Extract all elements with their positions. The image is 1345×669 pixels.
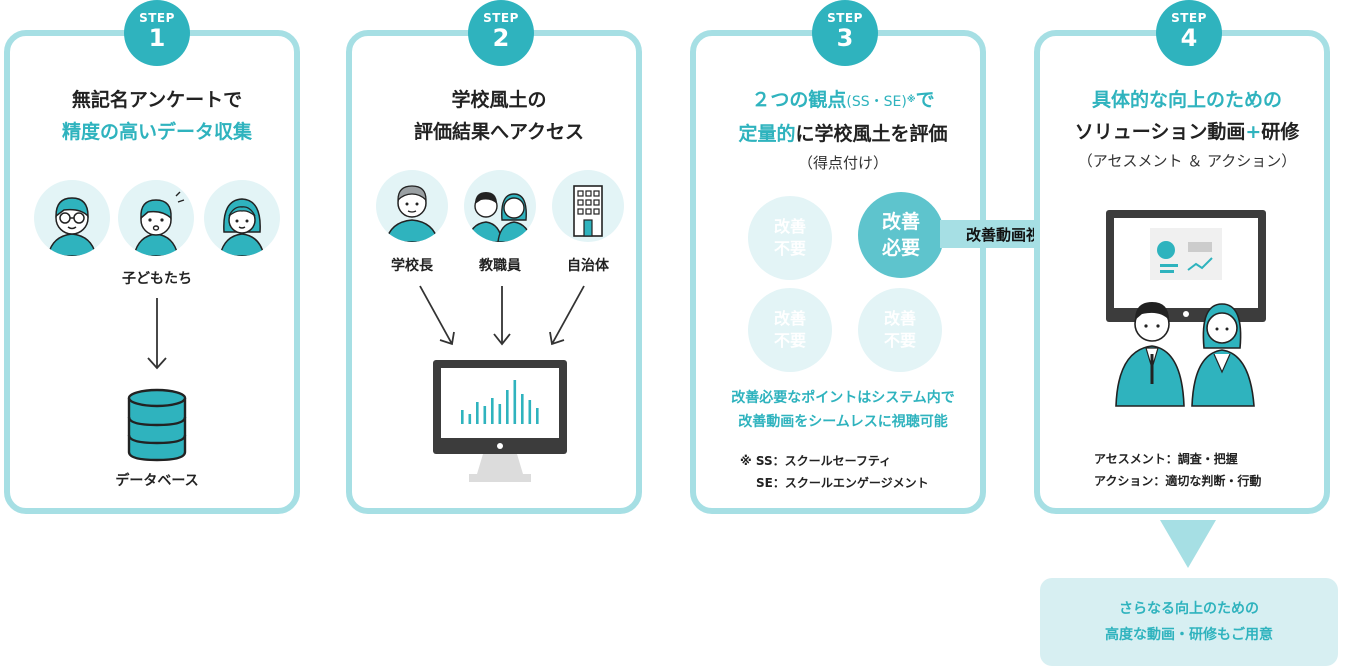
monitor-bar	[461, 410, 464, 424]
step-4-title-line1: 具体的な向上のための	[1091, 89, 1282, 111]
step-4-title-part: 研修	[1261, 121, 1300, 143]
step-4-title-line2: ソリューション動画+研修	[1034, 116, 1340, 148]
step-label: STEP	[1171, 11, 1207, 25]
note-action: アクション：適切な判断・行動	[1094, 474, 1262, 488]
step-3-desc-line2: 改善動画をシームレスに視聴可能	[738, 414, 948, 430]
step-3-title-part: ※	[906, 95, 916, 105]
step-3-title-line2: 定量的に学校風土を評価	[690, 118, 996, 150]
label-municipality: 自治体	[567, 258, 609, 274]
step-4-subtitle: （アセスメント ＆ アクション）	[1077, 152, 1297, 170]
monitor-bar	[536, 408, 539, 424]
down-arrow-icon	[147, 298, 167, 370]
grade-text: 不要	[773, 239, 806, 258]
step-1-title-line2: 精度の高いデータ収集	[61, 121, 252, 143]
step-3-notes: ※ SS：スクールセーフティ SE：スクールエンゲージメント	[740, 450, 980, 494]
child-avatar-sweat	[118, 180, 194, 256]
monitor-chart-icon	[433, 360, 567, 482]
step-3-title-part: (SS・SE)	[846, 94, 907, 110]
step-label: STEP	[139, 11, 175, 25]
grade-circle-1: 改善 不要	[748, 196, 832, 280]
step-number: 3	[836, 24, 854, 52]
child-avatar-glasses	[34, 180, 110, 256]
municipality-avatar	[552, 170, 624, 242]
note-se: SE：スクールエンゲージメント	[756, 476, 929, 490]
bottom-info-box: さらなる向上のための 高度な動画・研修もご用意	[1040, 578, 1338, 666]
step-4-title-part: +	[1245, 121, 1262, 143]
grade-text: 不要	[773, 331, 806, 350]
step-label: STEP	[827, 11, 863, 25]
step-1-title-line1: 無記名アンケートで	[71, 89, 243, 111]
monitor-bar	[468, 414, 472, 424]
note-assessment: アセスメント：調査・把握	[1094, 452, 1238, 466]
child-girl-icon	[219, 198, 265, 256]
step-4-title: 具体的な向上のための ソリューション動画+研修 （アセスメント ＆ アクション）	[1034, 84, 1340, 174]
step-1-badge: STEP 1	[124, 0, 190, 66]
building-icon	[573, 185, 603, 237]
step-3-card	[690, 30, 986, 514]
step-label: STEP	[483, 11, 519, 25]
step-number: 1	[148, 24, 166, 52]
monitor-bar	[513, 380, 517, 424]
monitor-bar	[521, 394, 524, 424]
step-4-card	[1034, 30, 1330, 514]
step-3-title-part: に学校風土を評価	[795, 123, 948, 145]
child-glasses-icon	[47, 197, 97, 256]
grade-text: 改善	[883, 309, 916, 328]
label-database: データベース	[115, 473, 199, 489]
note-ss: ※ SS：スクールセーフティ	[740, 454, 892, 468]
grade-text: 改善	[881, 211, 920, 233]
step-3-title-part: 定量的	[738, 123, 796, 145]
step-2-badge: STEP 2	[468, 0, 534, 66]
grade-text: 改善	[773, 309, 806, 328]
bottom-box-line2: 高度な動画・研修もご用意	[1105, 627, 1273, 643]
step-4-notes: アセスメント：調査・把握 アクション：適切な判断・行動	[1094, 448, 1314, 492]
monitor-people-icon	[1106, 210, 1266, 407]
step-3-title-part: で	[915, 89, 935, 111]
monitor-bar	[491, 398, 494, 424]
database-icon	[127, 388, 187, 462]
step-2-title: 学校風土の 評価結果へアクセス	[346, 84, 652, 148]
principal-icon	[385, 185, 439, 242]
monitor-bar	[528, 400, 532, 424]
bottom-box-line1: さらなる向上のための	[1119, 601, 1259, 617]
grade-circle-3: 改善 不要	[748, 288, 832, 372]
label-principal: 学校長	[391, 258, 433, 274]
step-3-description: 改善必要なポイントはシステム内で 改善動画をシームレスに視聴可能	[690, 386, 996, 434]
child-avatar-girl	[204, 180, 280, 256]
down-triangle-icon	[1160, 520, 1216, 568]
step-3-title: ２つの観点(SS・SE)※で 定量的に学校風土を評価 （得点付け）	[690, 84, 996, 176]
converging-arrows-icon	[419, 285, 585, 346]
step-3-badge: STEP 3	[812, 0, 878, 66]
staff-icon	[467, 192, 533, 242]
grade-circle-2-needs-improvement: 改善 必要	[858, 192, 944, 278]
monitor-bar	[506, 390, 509, 424]
grade-text: 改善	[773, 217, 806, 236]
step-number: 4	[1180, 24, 1198, 52]
grade-text: 必要	[881, 237, 920, 259]
grade-text: 不要	[883, 331, 916, 350]
step-3-subtitle: （得点付け）	[797, 154, 888, 172]
staff-avatar	[464, 170, 536, 242]
monitor-bar	[483, 406, 487, 424]
step-3-title-part: ２つの観点	[751, 89, 847, 111]
step-1-title: 無記名アンケートで 精度の高いデータ収集	[4, 84, 310, 148]
arrow-label: 改善動画視聴	[965, 226, 1056, 244]
child-surprised-icon	[133, 191, 185, 256]
step-2-title-line2: 評価結果へアクセス	[413, 121, 585, 143]
monitor-bar	[476, 402, 479, 424]
principal-avatar	[376, 170, 448, 242]
step-4-title-part: ソリューション動画	[1074, 121, 1246, 143]
label-staff: 教職員	[479, 258, 521, 274]
grade-circle-4: 改善 不要	[858, 288, 942, 372]
label-children: 子どもたち	[122, 271, 192, 287]
monitor-bar	[498, 404, 502, 424]
step-2-title-line1: 学校風土の	[451, 89, 547, 111]
step-3-title-line1: ２つの観点(SS・SE)※で	[690, 84, 996, 118]
step-4-badge: STEP 4	[1156, 0, 1222, 66]
step-number: 2	[492, 24, 510, 52]
step-3-desc-line1: 改善必要なポイントはシステム内で	[731, 390, 955, 406]
